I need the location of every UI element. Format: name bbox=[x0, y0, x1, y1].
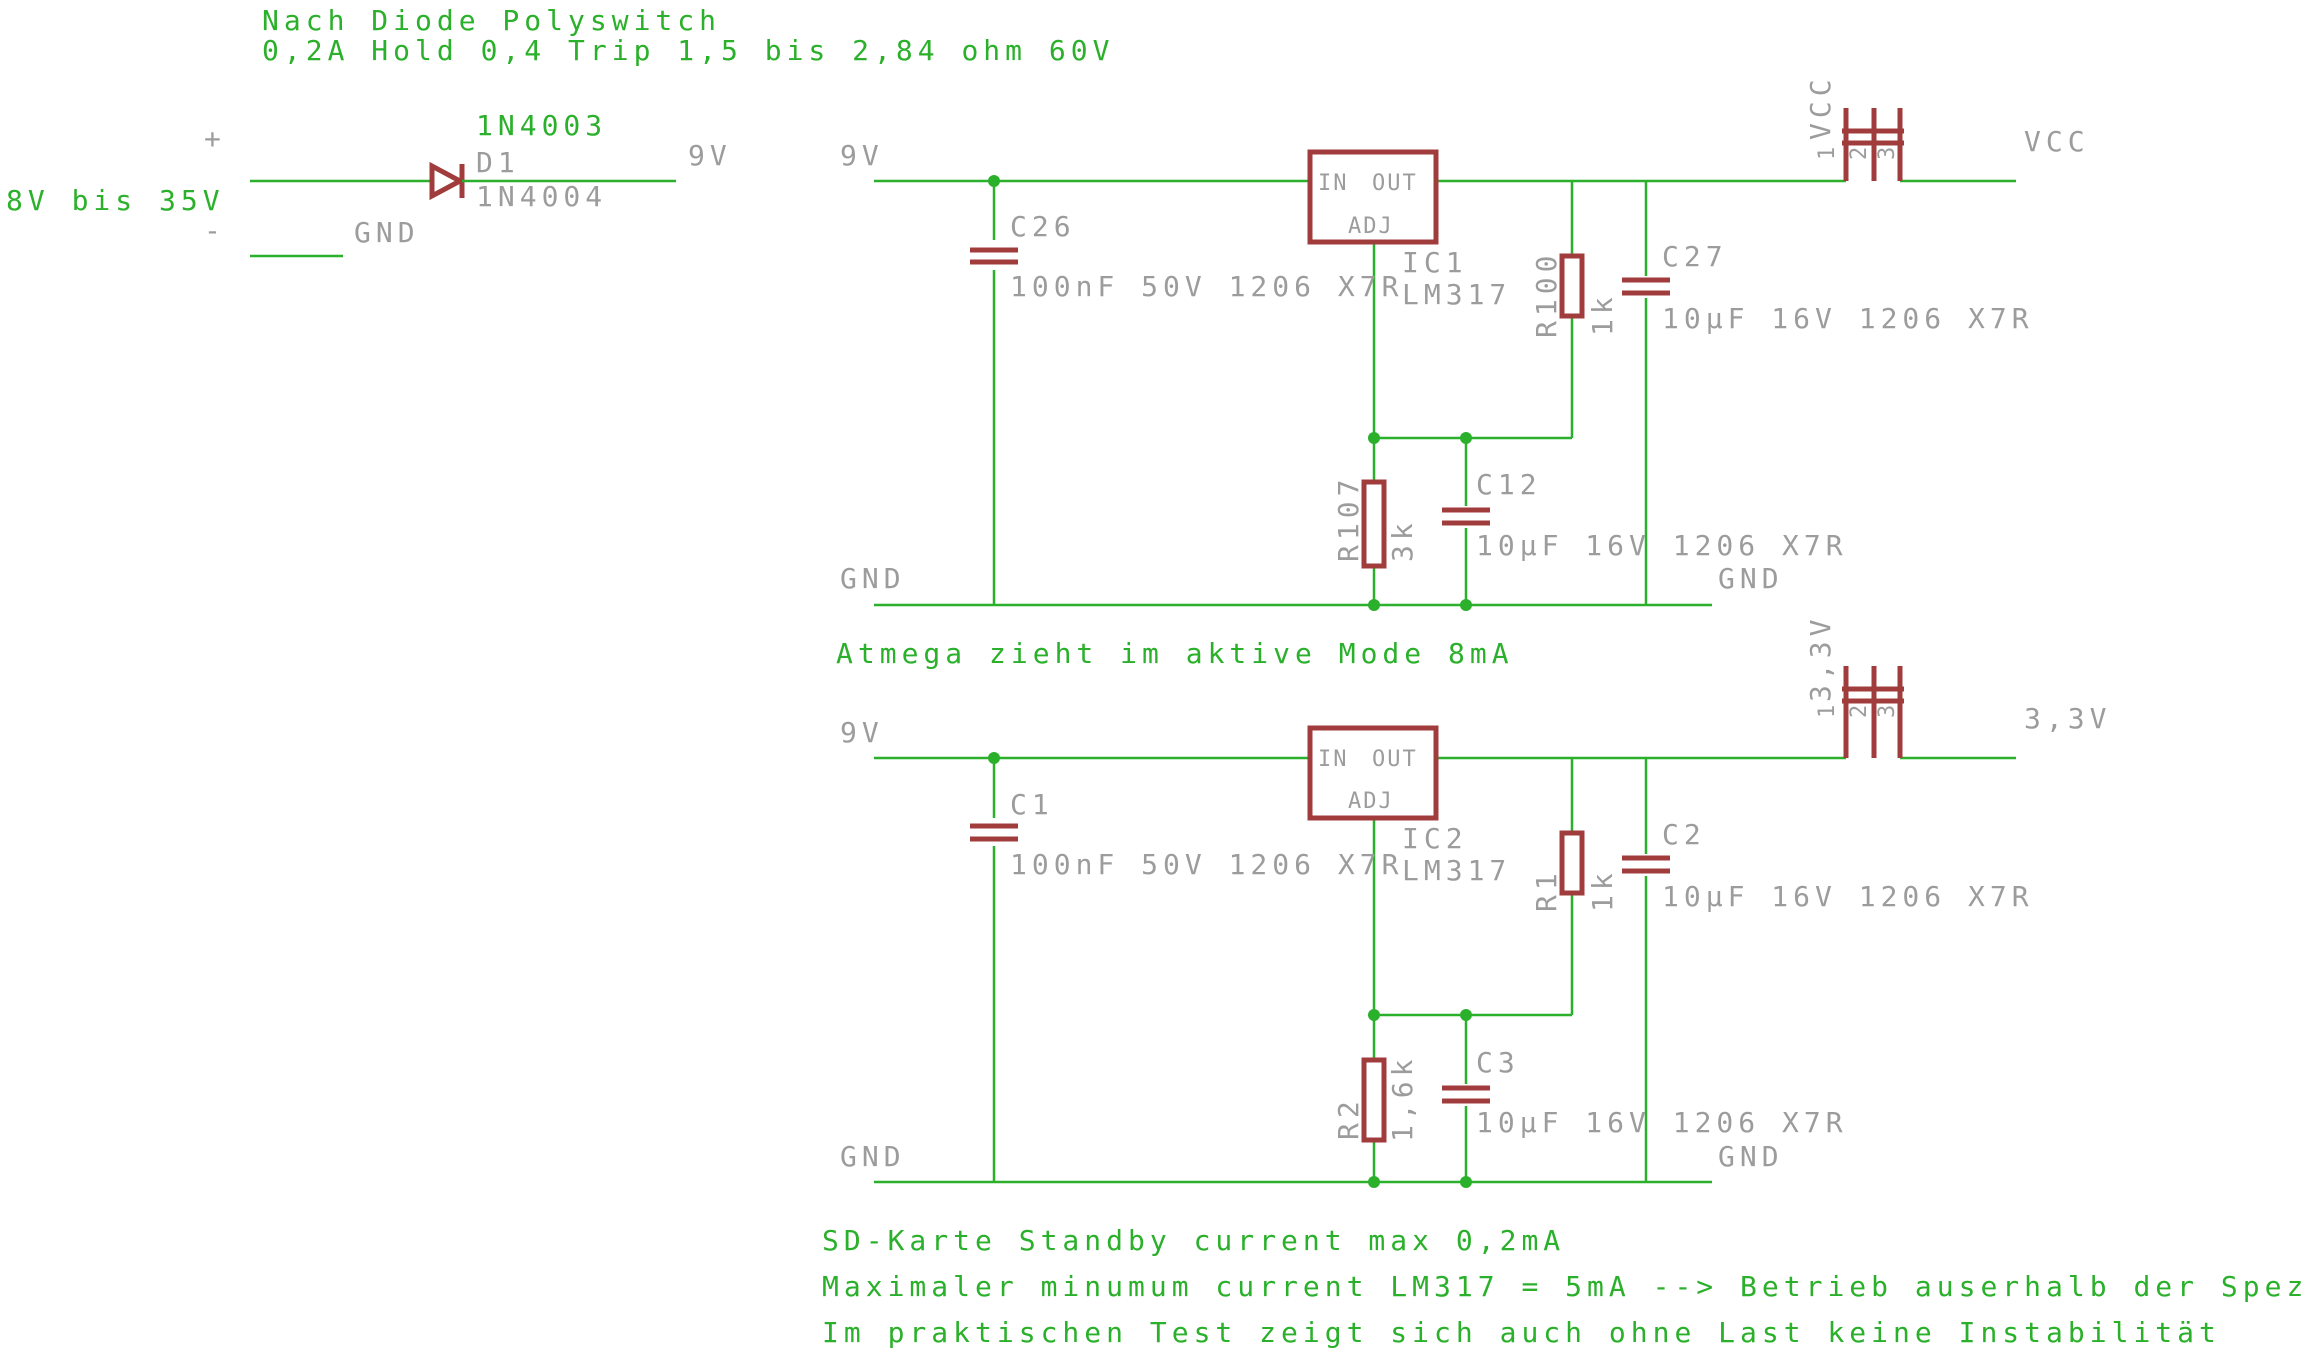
diode-value: 1N4004 bbox=[476, 180, 607, 213]
reg1-rbot-body bbox=[1361, 479, 1387, 569]
regulator-1: IN OUT ADJ IC1 LM317 C26 100nF 50V 1206 … bbox=[840, 74, 2090, 611]
note-top-line1: Nach Diode Polyswitch bbox=[262, 4, 721, 37]
reg2-junction-adj bbox=[1368, 1009, 1380, 1021]
note-middle: Atmega zieht im aktive Mode 8mA bbox=[836, 637, 1514, 670]
reg1-rtop-body bbox=[1559, 253, 1585, 319]
reg1-ic-body bbox=[1307, 149, 1439, 245]
input-gnd-label: GND bbox=[354, 216, 420, 249]
diode-name: D1 bbox=[476, 146, 520, 179]
reg2-cin-value: 100nF 50V 1206 X7R bbox=[1010, 848, 1403, 881]
reg1-rbot-name: R107 bbox=[1332, 475, 1365, 562]
reg1-gnd-left: GND bbox=[840, 562, 906, 595]
note-bottom-line1: SD-Karte Standby current max 0,2mA bbox=[822, 1224, 1565, 1257]
reg2-rtop-name: R1 bbox=[1530, 868, 1563, 912]
reg2-cadj-value: 10µF 16V 1206 X7R bbox=[1476, 1106, 1848, 1139]
input-section: 8V bis 35V + - GND 1N4003 D1 1N4004 9V bbox=[6, 109, 732, 258]
reg2-in-net: 9V bbox=[840, 716, 884, 749]
reg1-junction-gnd-r bbox=[1368, 599, 1380, 611]
reg1-jumper-pin-label-1: 1 bbox=[1815, 145, 1840, 160]
reg1-jumper-pin-label-2: 2 bbox=[1847, 145, 1872, 160]
reg2-cadj-name: C3 bbox=[1476, 1046, 1520, 1079]
reg1-junction-in bbox=[988, 175, 1000, 187]
reg1-cin-name: C26 bbox=[1010, 210, 1076, 243]
reg1-junction-gnd-c bbox=[1460, 599, 1472, 611]
reg1-out-net: VCC bbox=[2024, 125, 2090, 158]
reg2-cout-name: C2 bbox=[1662, 818, 1706, 851]
reg1-cin-value: 100nF 50V 1206 X7R bbox=[1010, 270, 1403, 303]
regulator-2: IN OUT ADJ IC2 LM317 C1 100nF 50V 1206 X… bbox=[840, 615, 2111, 1188]
reg2-rtop-value: 1k bbox=[1586, 868, 1619, 912]
diode-net-9v: 9V bbox=[688, 139, 732, 172]
reg1-cadj-value: 10µF 16V 1206 X7R bbox=[1476, 529, 1848, 562]
reg1-jumper-pin-label-3: 3 bbox=[1875, 145, 1900, 160]
reg1-jumper[interactable]: VCC 1 2 3 bbox=[1804, 74, 1904, 181]
reg2-junction-gnd-c bbox=[1460, 1176, 1472, 1188]
reg1-pin-out: OUT bbox=[1372, 171, 1418, 196]
reg2-jumper-pin-label-1: 1 bbox=[1815, 703, 1840, 718]
reg2-cin-name: C1 bbox=[1010, 788, 1054, 821]
reg1-rtop-value: 1k bbox=[1586, 292, 1619, 336]
reg1-pin-adj: ADJ bbox=[1348, 214, 1394, 239]
reg2-rbot-name: R2 bbox=[1332, 1096, 1365, 1140]
reg2-ic-body bbox=[1307, 725, 1439, 821]
reg1-rbot-value: 3k bbox=[1386, 518, 1419, 562]
reg2-pin-adj: ADJ bbox=[1348, 789, 1394, 814]
reg1-ic-name: IC1 bbox=[1402, 246, 1468, 279]
reg2-ic-name: IC2 bbox=[1402, 822, 1468, 855]
input-minus: - bbox=[204, 214, 226, 247]
reg1-in-net: 9V bbox=[840, 139, 884, 172]
diode-value-top: 1N4003 bbox=[476, 109, 607, 142]
reg2-junction-cadj bbox=[1460, 1009, 1472, 1021]
note-top-line2: 0,2A Hold 0,4 Trip 1,5 bis 2,84 ohm 60V bbox=[262, 34, 1114, 67]
reg2-out-net: 3,3V bbox=[2024, 702, 2111, 735]
reg2-junction-gnd-r bbox=[1368, 1176, 1380, 1188]
input-voltage-range: 8V bis 35V bbox=[6, 184, 225, 217]
reg2-pin-out: OUT bbox=[1372, 747, 1418, 772]
reg2-junction-in bbox=[988, 752, 1000, 764]
diode-d1 bbox=[429, 161, 466, 201]
note-bottom-line2: Maximaler minumum current LM317 = 5mA --… bbox=[822, 1270, 2304, 1303]
reg2-pin-in: IN bbox=[1318, 747, 1349, 772]
reg1-junction-adj bbox=[1368, 432, 1380, 444]
reg1-rtop-name: R100 bbox=[1530, 251, 1563, 338]
reg1-pin-in: IN bbox=[1318, 171, 1349, 196]
reg2-cout-value: 10µF 16V 1206 X7R bbox=[1662, 880, 2034, 913]
reg1-jumper-name: VCC bbox=[1804, 74, 1837, 140]
reg2-jumper-name: 3,3V bbox=[1804, 615, 1837, 702]
reg1-cadj-name: C12 bbox=[1476, 468, 1542, 501]
reg1-ic-value: LM317 bbox=[1402, 278, 1511, 311]
reg2-rbot-body bbox=[1361, 1057, 1387, 1143]
reg2-jumper[interactable]: 3,3V 1 2 3 bbox=[1804, 615, 1904, 758]
reg1-cout-value: 10µF 16V 1206 X7R bbox=[1662, 302, 2034, 335]
reg1-junction-cadj bbox=[1460, 432, 1472, 444]
reg2-jumper-pin-label-3: 3 bbox=[1875, 703, 1900, 718]
input-plus: + bbox=[204, 122, 226, 155]
reg2-ic-value: LM317 bbox=[1402, 854, 1511, 887]
reg2-jumper-pin-label-2: 2 bbox=[1847, 703, 1872, 718]
reg2-gnd-right: GND bbox=[1718, 1140, 1784, 1173]
diode-triangle bbox=[429, 161, 466, 201]
note-bottom-line3: Im praktischen Test zeigt sich auch ohne… bbox=[822, 1316, 2221, 1349]
reg2-gnd-left: GND bbox=[840, 1140, 906, 1173]
reg2-rbot-value: 1,6k bbox=[1386, 1055, 1419, 1142]
reg1-cout-name: C27 bbox=[1662, 240, 1728, 273]
reg2-rtop-body bbox=[1559, 830, 1585, 896]
reg1-gnd-right: GND bbox=[1718, 562, 1784, 595]
